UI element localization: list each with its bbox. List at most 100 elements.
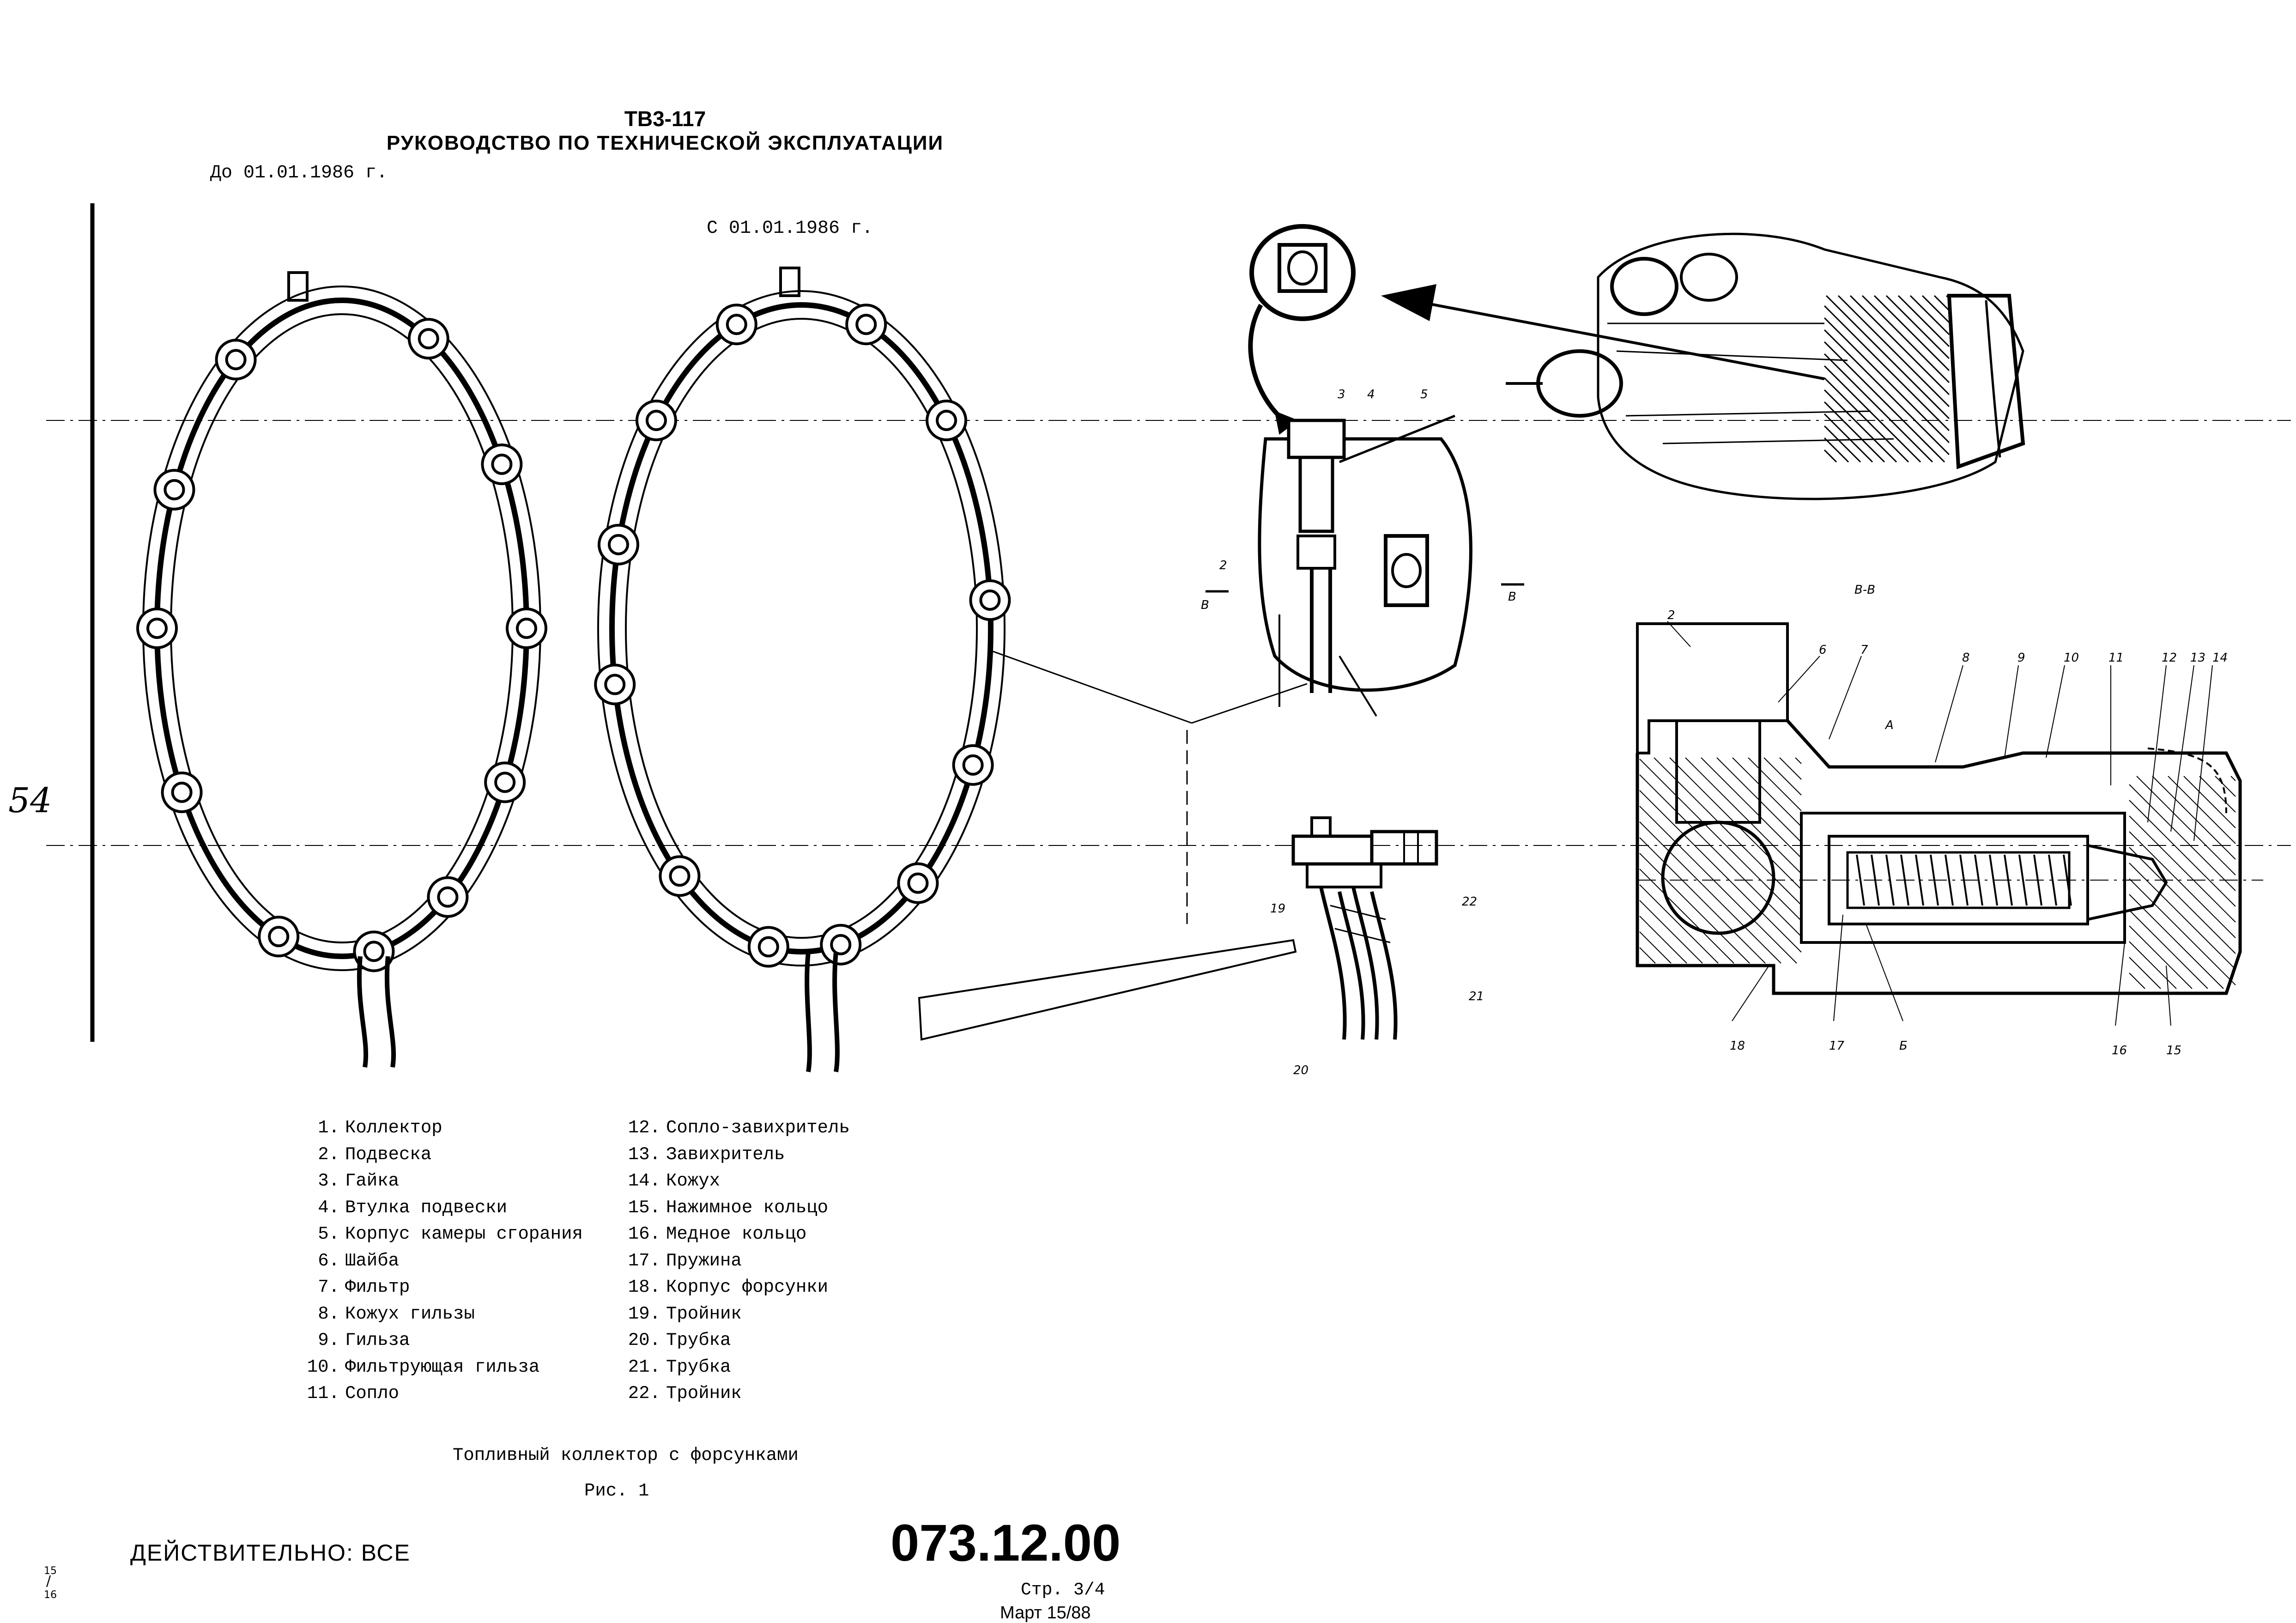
legend-item-text: Трубка — [666, 1356, 731, 1377]
hatch-line — [1639, 884, 1719, 964]
svg-text:12: 12 — [2162, 651, 2177, 665]
hatch-line — [1639, 853, 1750, 964]
svg-text:9: 9 — [2017, 651, 2025, 665]
fuel-nozzle-core — [418, 328, 439, 350]
legend-item-text: Фильтрующая гильза — [345, 1356, 540, 1377]
hatch-line — [1823, 305, 1950, 432]
legend-item: 10.Фильтрующая гильза — [300, 1354, 583, 1381]
legend-item-number: 11. — [307, 1383, 339, 1404]
legend-item: 9. Гильза — [300, 1327, 583, 1354]
legend-item: 21.Трубка — [621, 1354, 850, 1381]
legend-item-number: 20. — [628, 1330, 660, 1350]
engine-pointer-arrow — [1381, 284, 1825, 380]
hatch-line — [1685, 757, 1802, 874]
legend-item-number: 9. — [318, 1330, 339, 1350]
legend-item-number: 17. — [628, 1250, 660, 1271]
hatch-line — [1639, 821, 1781, 964]
hatch-line — [1779, 757, 1802, 780]
svg-text:3: 3 — [1338, 388, 1345, 401]
spring-coil — [1900, 854, 1909, 906]
fuel-manifold-ring-new — [594, 267, 1011, 1072]
legend-item-text: Шайба — [345, 1250, 400, 1271]
figure-caption: Топливный коллектор с форсунками — [453, 1445, 799, 1465]
hatch-line — [2136, 776, 2236, 875]
hatch-line — [2129, 925, 2193, 989]
spring-coil — [2033, 854, 2042, 906]
hatch-line — [1933, 295, 1950, 311]
fuel-nozzle-core — [669, 865, 691, 887]
svg-text:11: 11 — [2108, 651, 2124, 665]
legend-item-number: 5. — [318, 1224, 339, 1244]
hatch-line — [2129, 894, 2224, 989]
legend-item-text: Гильза — [345, 1330, 410, 1350]
legend-item-number: 16. — [628, 1224, 660, 1244]
svg-text:17: 17 — [1829, 1039, 1845, 1053]
hatch-line — [1837, 295, 1950, 407]
legend-item: 16. Медное кольцо — [621, 1221, 850, 1248]
fuel-nozzle-core — [962, 754, 984, 776]
svg-text:22: 22 — [1462, 895, 1477, 909]
fuel-nozzle-core — [437, 886, 459, 908]
legend-item-number: 15. — [628, 1197, 660, 1218]
legend-item-text: Фильтр — [345, 1277, 410, 1297]
spring-coil — [1885, 854, 1895, 906]
hatch-line — [1909, 295, 1950, 335]
svg-text:14: 14 — [2212, 651, 2228, 665]
hatch-line — [1823, 425, 1861, 463]
legend-item: 20.Трубка — [621, 1327, 850, 1354]
corner-mark-top: 15 — [44, 1565, 57, 1577]
svg-text:15: 15 — [2166, 1044, 2181, 1058]
document-number: 073.12.00 — [891, 1514, 1121, 1572]
hatch-line — [1825, 295, 1950, 419]
callout-labels: 3 4 5 2 В В 19 22 21 20 В-В 2 6 7 8 9 10… — [1201, 388, 2228, 1077]
hatch-line — [1732, 757, 1802, 827]
page-number: Стр. 3/4 — [1021, 1580, 1105, 1600]
fuel-nozzle-core — [363, 941, 385, 962]
legend-item-text: Тройник — [666, 1383, 742, 1404]
legend-item-text: Корпус камеры сгорания — [345, 1224, 583, 1244]
svg-text:6: 6 — [1819, 643, 1827, 657]
legend-item-number: 18. — [628, 1277, 660, 1297]
hatch-line — [1823, 413, 1873, 463]
spring-coil — [2018, 854, 2028, 906]
legend-item-text: Завихритель — [666, 1144, 785, 1165]
spring-coil — [2004, 854, 2013, 906]
fuel-nozzle-core — [268, 926, 290, 948]
hatch-line — [2168, 776, 2236, 844]
fuel-nozzle-core — [171, 782, 193, 803]
hatch-line — [2129, 957, 2161, 989]
legend-item-text: Гайка — [345, 1171, 400, 1191]
fuel-nozzle-core — [907, 872, 929, 894]
svg-text:В-В: В-В — [1854, 583, 1875, 597]
hatch-line — [1823, 449, 1837, 463]
spring-coil — [1871, 854, 1880, 906]
svg-text:В: В — [1201, 598, 1209, 612]
svg-text:4: 4 — [1367, 388, 1375, 401]
legend-item-number: 13. — [628, 1144, 660, 1165]
fuel-nozzle-core — [494, 772, 516, 793]
hatch-line — [1823, 401, 1885, 463]
legend-item: 22.Тройник — [621, 1380, 850, 1407]
spring-coil — [1915, 854, 1924, 906]
section-leaders — [1667, 621, 2213, 1026]
svg-text:2: 2 — [1219, 559, 1227, 572]
legend-item: 18.Корпус форсунки — [621, 1274, 850, 1301]
fuel-nozzle-core — [491, 454, 513, 475]
spring-coil — [1989, 854, 1998, 906]
legend-item-text: Медное кольцо — [666, 1224, 807, 1244]
revision-date: Март 15/88 — [1000, 1603, 1091, 1623]
fuel-nozzle-core — [604, 674, 626, 695]
legend-item-number: 4. — [318, 1197, 339, 1218]
hatch-line — [1639, 931, 1672, 964]
fuel-nozzle-core — [979, 589, 1001, 611]
hatch-line — [2129, 847, 2236, 954]
legend-item-text: Втулка подвески — [345, 1197, 508, 1218]
fuel-nozzle-core — [645, 410, 667, 432]
spring-coil — [1945, 854, 1954, 906]
legend-item: 14.Кожух — [621, 1168, 850, 1195]
fuel-manifold-ring-old — [136, 271, 547, 1068]
legend-item: 5. Корпус камеры сгорания — [300, 1221, 583, 1248]
hatch-line — [1639, 806, 1797, 964]
